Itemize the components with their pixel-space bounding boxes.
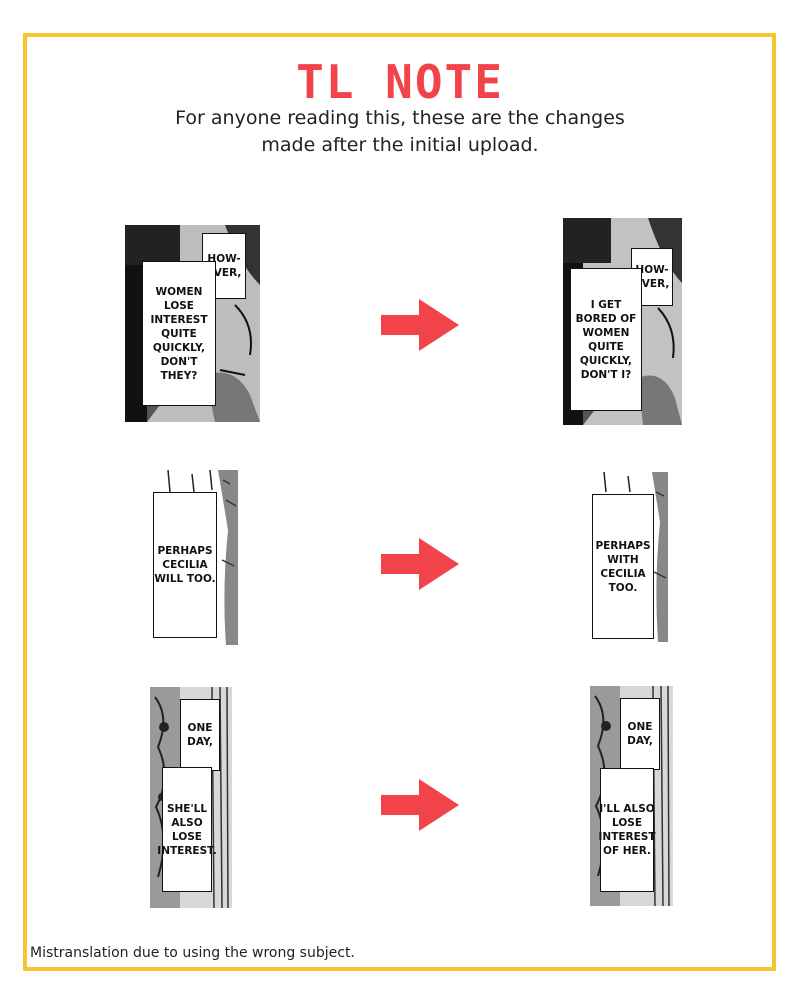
panel-before-3: ONE DAY, SHE'LL ALSO LOSE INTEREST. bbox=[150, 687, 232, 908]
page-title: TL NOTE bbox=[296, 55, 504, 109]
panel-after-1: HOW- EVER, I GET BORED OF WOMEN QUITE QU… bbox=[563, 218, 682, 425]
manga-art bbox=[167, 470, 238, 645]
panel-after-3: ONE DAY, I'LL ALSO LOSE INTEREST OF HER. bbox=[590, 686, 673, 906]
right-arrow-icon bbox=[381, 779, 459, 831]
panel-after-2: PERHAPS WITH CECILIA TOO. bbox=[588, 472, 668, 642]
manga-art bbox=[603, 472, 668, 642]
right-arrow-icon bbox=[381, 299, 459, 351]
right-arrow-icon bbox=[381, 538, 459, 590]
speech-bubble-main: WOMEN LOSE INTEREST QUITE QUICKLY, DON'T… bbox=[142, 261, 216, 406]
speech-bubble-main: PERHAPS CECILIA WILL TOO. bbox=[153, 492, 217, 638]
footer-note: Mistranslation due to using the wrong su… bbox=[30, 945, 355, 961]
speech-bubble-main: I GET BORED OF WOMEN QUITE QUICKLY, DON'… bbox=[570, 268, 642, 411]
speech-bubble-top: ONE DAY, bbox=[620, 698, 660, 770]
panel-before-1: HOW- EVER, WOMEN LOSE INTEREST QUITE QUI… bbox=[125, 225, 260, 422]
speech-bubble-main: I'LL ALSO LOSE INTEREST OF HER. bbox=[599, 768, 656, 892]
subtitle-line-1: For anyone reading this, these are the c… bbox=[175, 107, 625, 129]
page-subtitle: For anyone reading this, these are the c… bbox=[0, 105, 800, 159]
panel-before-2: PERHAPS CECILIA WILL TOO. bbox=[148, 470, 238, 645]
speech-bubble-main: PERHAPS WITH CECILIA TOO. bbox=[592, 494, 654, 639]
speech-bubble-main: SHE'LL ALSO LOSE INTEREST. bbox=[157, 767, 217, 892]
subtitle-line-2: made after the initial upload. bbox=[261, 134, 539, 156]
speech-bubble-top: ONE DAY, bbox=[180, 699, 220, 771]
